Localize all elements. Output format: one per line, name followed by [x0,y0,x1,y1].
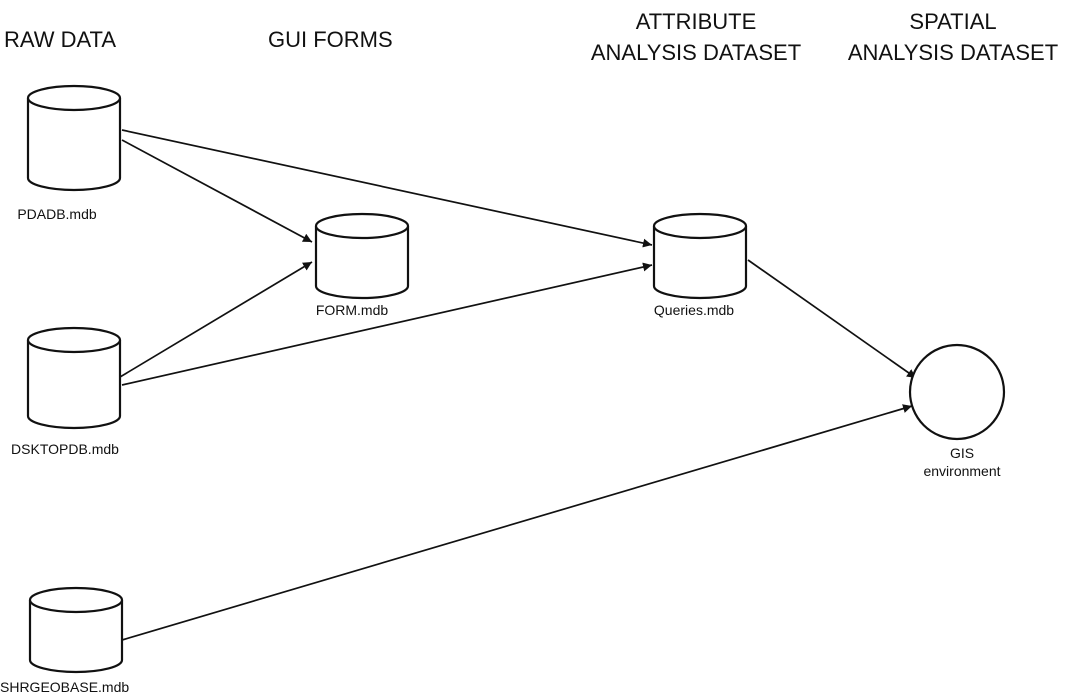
gis-label-line1: GIS [949,445,975,461]
form-database-icon [314,212,410,300]
header-spatial-line2: ANALYSIS DATASET [847,40,1059,65]
shrgeobase-database-icon [28,586,124,674]
edge-queries-to-gis [747,259,917,379]
form-label: FORM.mdb [315,302,389,318]
header-raw-data: RAW DATA [4,24,164,55]
header-raw-data-text: RAW DATA [4,27,117,52]
edge-dsktopdb-to-form [119,261,313,378]
shrgeobase-label: SHRGEOBASE.mdb [0,679,130,695]
header-attribute-analysis-dataset: ATTRIBUTE ANALYSIS DATASET [584,6,808,68]
edge-pdadb-to-queries [121,129,653,248]
header-gui-forms: GUI FORMS [268,24,428,55]
gis-environment-circle [908,343,1006,441]
edge-shrgeobase-to-gis [121,404,913,641]
header-attribute-line1: ATTRIBUTE [635,9,757,34]
pdadb-label: PDADB.mdb [17,206,97,222]
edge-dsktopdb-to-queries [121,262,653,386]
gis-environment-label: GIS environment [906,444,1018,480]
queries-label: Queries.mdb [653,302,735,318]
gis-label-line2: environment [923,463,1001,479]
header-attribute-line2: ANALYSIS DATASET [590,40,802,65]
dsktopdb-database-icon [26,326,122,430]
edge-pdadb-to-form [121,139,313,243]
queries-database-icon [652,212,748,300]
header-gui-forms-text: GUI FORMS [268,27,393,52]
header-spatial-analysis-dataset: SPATIAL ANALYSIS DATASET [838,6,1068,68]
header-spatial-line1: SPATIAL [909,9,997,34]
dsktopdb-label: DSKTOPDB.mdb [11,441,119,457]
pdadb-database-icon [26,84,122,192]
